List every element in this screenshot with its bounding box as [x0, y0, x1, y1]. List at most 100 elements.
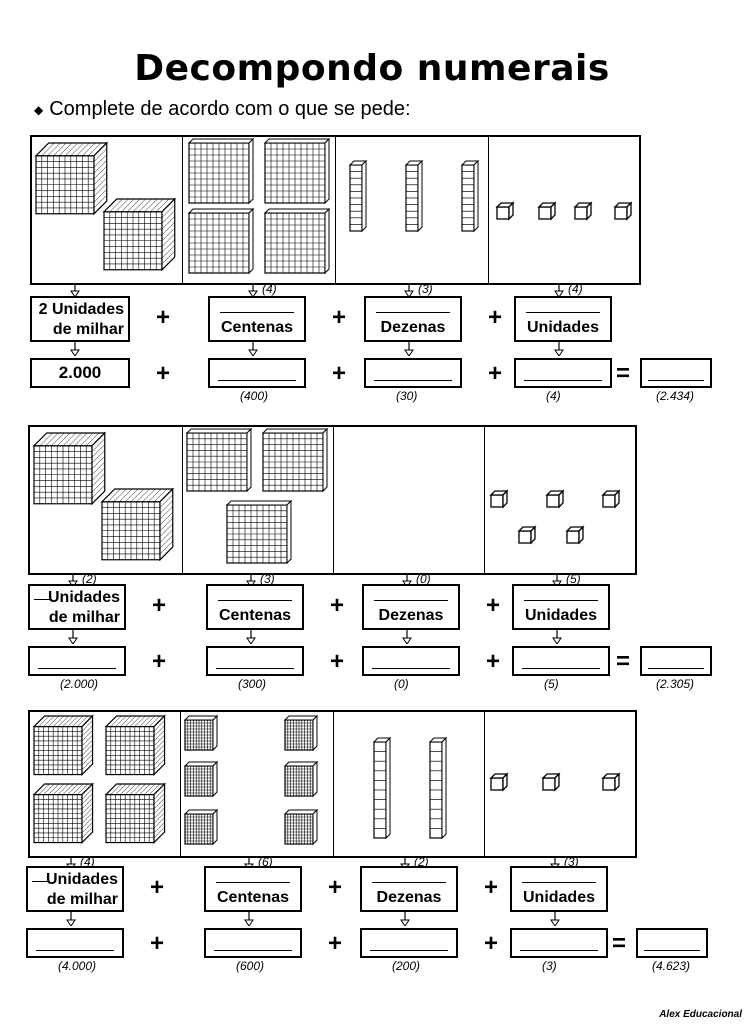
place-name-box-units[interactable]: Unidades — [510, 866, 608, 912]
value-box-tens[interactable] — [362, 646, 460, 676]
ten-rod — [428, 736, 448, 840]
place-name-box-tens[interactable]: Dezenas — [360, 866, 458, 912]
plus-sign: + — [332, 360, 347, 387]
answer-total: (2.434) — [656, 389, 695, 403]
down-arrow-icon — [248, 342, 258, 361]
block-count-thousands: (4) — [80, 855, 95, 869]
down-arrow-icon — [244, 912, 254, 931]
place-name-box-hundreds[interactable]: Centenas — [204, 866, 302, 912]
answer-units: (4) — [546, 389, 561, 403]
plus-sign: + — [486, 648, 501, 675]
blank-line — [524, 380, 602, 381]
block-count-units: (4) — [568, 282, 583, 296]
value-box-units[interactable] — [512, 646, 610, 676]
value-box-thousands[interactable] — [26, 928, 124, 958]
plus-sign: + — [150, 874, 165, 901]
blocks-panel-row — [28, 710, 637, 858]
blocks-panel-row — [28, 425, 637, 575]
blocks-panel-row — [30, 135, 641, 285]
answer-units: (3) — [542, 959, 557, 973]
place-name-box-thousands[interactable]: Unidades de milhar — [28, 584, 126, 630]
panel-units — [485, 712, 635, 856]
plus-sign: + — [488, 360, 503, 387]
blank-line — [374, 600, 448, 601]
value-box-hundreds[interactable] — [208, 358, 306, 388]
place-name-label: Centenas — [220, 319, 294, 336]
unit-cube — [541, 772, 561, 792]
total-box[interactable] — [636, 928, 708, 958]
thousand-cube — [32, 431, 107, 506]
block-count-tens: (2) — [414, 855, 429, 869]
answer-hundreds: (600) — [236, 959, 265, 973]
place-name-label: Unidades de milhar — [45, 871, 118, 908]
panel-thousands — [32, 137, 183, 283]
answer-tens: (200) — [392, 959, 421, 973]
plus-sign: + — [330, 648, 345, 675]
value-box-units[interactable] — [510, 928, 608, 958]
blank-line — [524, 600, 598, 601]
place-name-label: Unidades de milhar — [47, 589, 120, 626]
value-box-hundreds[interactable] — [204, 928, 302, 958]
place-name-box-tens[interactable]: Dezenas — [362, 584, 460, 630]
value-box-units[interactable] — [514, 358, 612, 388]
blank-line — [372, 882, 446, 883]
value-box-thousands[interactable] — [28, 646, 126, 676]
place-name-box-hundreds[interactable]: Centenas — [206, 584, 304, 630]
answer-total: (2.305) — [656, 677, 695, 691]
place-name-label: Unidades — [522, 889, 595, 906]
hundred-flat — [263, 207, 331, 275]
value-box-tens[interactable] — [360, 928, 458, 958]
blank-line — [520, 950, 598, 951]
footer-credit: Alex Educacional — [659, 1009, 742, 1020]
total-box[interactable] — [640, 358, 712, 388]
value-box-tens[interactable] — [364, 358, 462, 388]
blank-line — [34, 599, 52, 600]
down-arrow-icon — [550, 912, 560, 931]
value-box-hundreds[interactable] — [206, 646, 304, 676]
hundred-flat — [283, 760, 319, 798]
panel-hundreds — [183, 137, 336, 283]
plus-sign: + — [328, 930, 343, 957]
down-arrow-icon — [552, 630, 562, 649]
place-name-box-thousands[interactable]: Unidades de milhar — [26, 866, 124, 912]
blank-line — [374, 380, 452, 381]
ten-rod — [372, 736, 392, 840]
place-name-box-units[interactable]: Unidades — [512, 584, 610, 630]
blank-line — [648, 380, 704, 381]
blank-line — [38, 668, 116, 669]
place-name-box-thousands[interactable]: 2 Unidades de milhar — [30, 296, 130, 342]
value-box-thousands[interactable]: 2.000 — [30, 358, 130, 388]
place-name-label: 2 Unidades de milhar — [38, 301, 124, 338]
answer-hundreds: (400) — [240, 389, 269, 403]
place-name-box-units[interactable]: Unidades — [514, 296, 612, 342]
unit-cube — [565, 525, 585, 545]
block-count-units: (3) — [564, 855, 579, 869]
down-arrow-icon — [66, 912, 76, 931]
down-arrow-icon — [554, 342, 564, 361]
plus-sign: + — [486, 592, 501, 619]
instruction-text: Complete de acordo com o que se pede: — [49, 98, 411, 120]
thousand-cube — [32, 714, 95, 777]
hundred-flat — [187, 137, 255, 205]
block-count-units: (5) — [566, 572, 581, 586]
thousand-cube — [34, 141, 109, 216]
total-box[interactable] — [640, 646, 712, 676]
block-count-hundreds: (3) — [260, 572, 275, 586]
place-name-label: Unidades — [526, 319, 599, 336]
panel-tens — [334, 712, 485, 856]
place-name-box-tens[interactable]: Dezenas — [364, 296, 462, 342]
plus-sign: + — [332, 304, 347, 331]
unit-cube — [489, 772, 509, 792]
answer-tens: (30) — [396, 389, 418, 403]
plus-sign: + — [156, 360, 171, 387]
place-name-box-hundreds[interactable]: Centenas — [208, 296, 306, 342]
blank-line — [522, 668, 600, 669]
hundred-flat — [261, 427, 329, 493]
blank-line — [522, 882, 596, 883]
blank-line — [218, 600, 292, 601]
block-count-hundreds: (6) — [258, 855, 273, 869]
blank-line — [214, 950, 292, 951]
place-name-label: Dezenas — [380, 319, 446, 336]
hundred-flat — [283, 808, 319, 846]
unit-cube — [495, 201, 515, 221]
